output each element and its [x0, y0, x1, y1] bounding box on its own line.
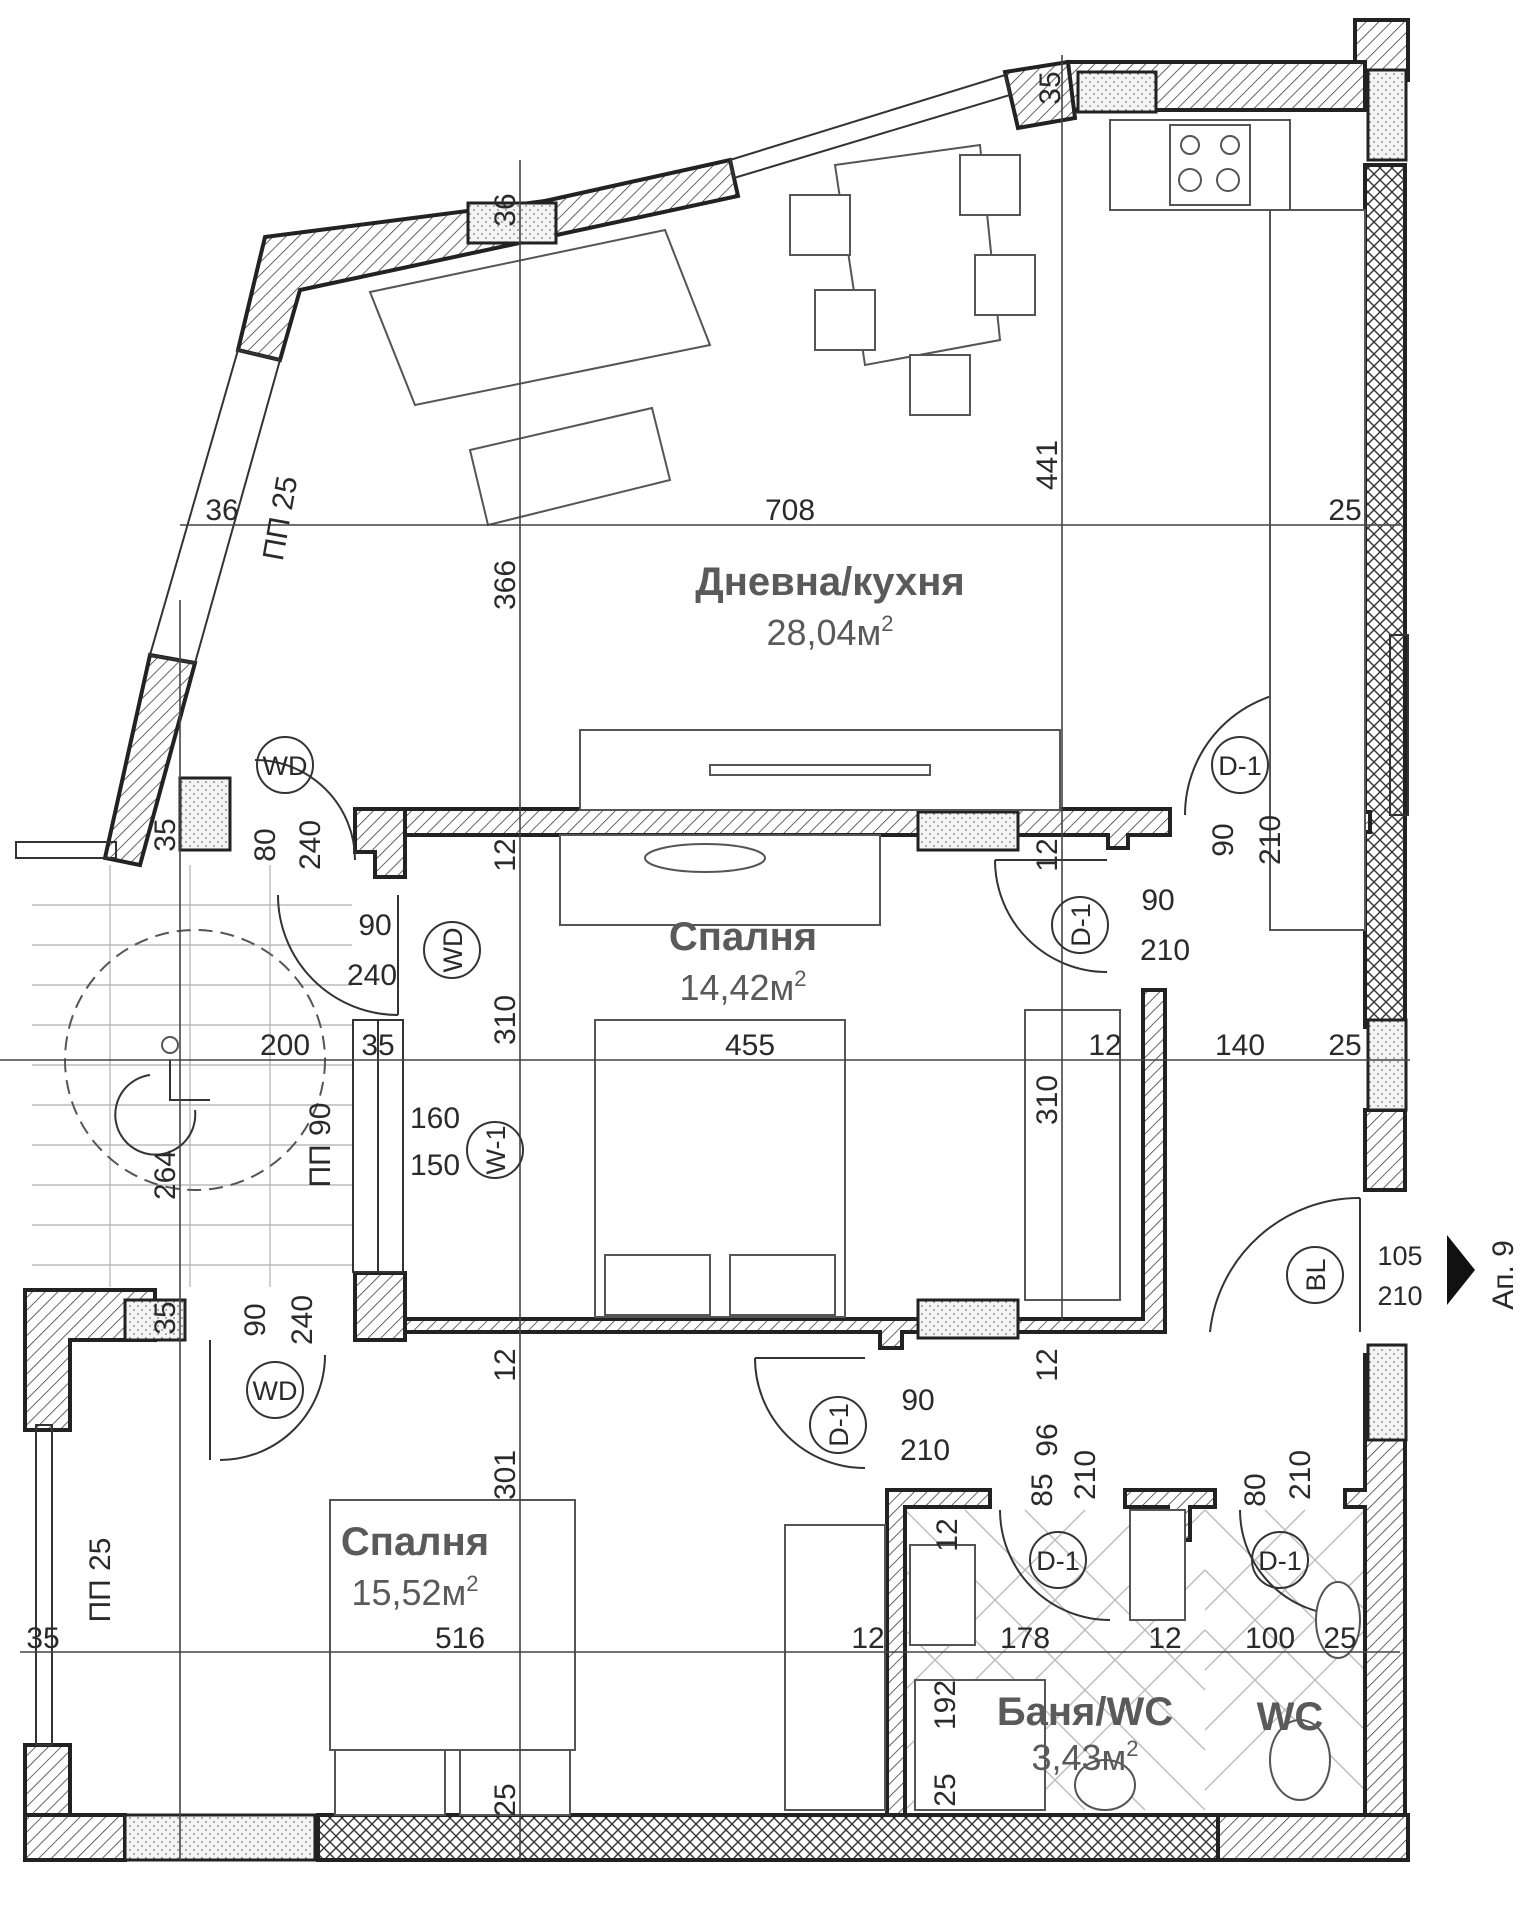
dim-35c: 35 [149, 818, 182, 851]
concrete-columns [123, 68, 1408, 1862]
dim-pp25a: ПП 25 [257, 474, 304, 563]
dim-210x: 210 [1069, 1450, 1102, 1500]
tag-text-wd3: WD [253, 1376, 298, 1406]
dim-25e: 25 [929, 1773, 962, 1806]
door-d1a-width: 90 [1207, 823, 1240, 856]
door-d1b-height: 210 [1140, 934, 1190, 967]
dim-pp25b: ПП 25 [84, 1538, 117, 1623]
dim-200: 200 [260, 1029, 310, 1062]
dim-12b: 12 [1031, 838, 1064, 871]
tag-text-d1c: D-1 [824, 1403, 854, 1447]
dim-pp90: ПП 90 [304, 1103, 337, 1188]
dim-708: 708 [765, 494, 815, 527]
tag-circles [246, 736, 1344, 1589]
door-bl-height: 210 [1377, 1281, 1422, 1311]
dim-35a: 35 [1034, 71, 1067, 104]
tag-text-w1: W-1 [481, 1125, 511, 1174]
dim-240c: 240 [286, 1295, 319, 1345]
dim-36b: 36 [489, 193, 522, 226]
room-labels: Дневна/кухня 28,04м2 Спалня 14,42м2 Спал… [341, 560, 1323, 1778]
dim-35e: 35 [26, 1622, 59, 1655]
dim-35d: 35 [149, 1301, 182, 1334]
door-d1c-width: 90 [901, 1384, 934, 1417]
tag-d1c [809, 1396, 867, 1454]
entrance-arrow-icon [1447, 1235, 1475, 1305]
dim-12g: 12 [1148, 1622, 1181, 1655]
tag-wd3 [246, 1361, 304, 1419]
room-name-living: Дневна/кухня [695, 560, 965, 604]
dim-90b: 90 [239, 1303, 272, 1336]
dim-25a: 25 [1328, 494, 1361, 527]
dim-12d: 12 [489, 1348, 522, 1381]
dim-80b: 80 [1239, 1473, 1272, 1506]
dim-12e: 12 [1031, 1348, 1064, 1381]
dim-192: 192 [929, 1680, 962, 1730]
room-name-wc: WC [1257, 1695, 1324, 1739]
dim-178: 178 [1000, 1622, 1050, 1655]
dim-441: 441 [1031, 440, 1064, 490]
dim-90a: 90 [358, 909, 391, 942]
tag-w1 [466, 1121, 524, 1179]
room-name-bath: Баня/WC [997, 1690, 1173, 1734]
dim-310b: 310 [1031, 1075, 1064, 1125]
tag-d1e [1251, 1531, 1309, 1589]
dimension-lines [0, 55, 1410, 1860]
dim-80a: 80 [249, 828, 282, 861]
apartment-label: Ап. 9 [1487, 1240, 1520, 1310]
tag-wd2 [423, 921, 481, 979]
tag-text-bl: BL [1301, 1258, 1331, 1291]
room-name-bed1: Спалня [669, 915, 817, 959]
dim-12a: 12 [489, 838, 522, 871]
dim-25d: 25 [1323, 1622, 1356, 1655]
door-bl-width: 105 [1377, 1241, 1422, 1271]
dim-100: 100 [1245, 1622, 1295, 1655]
tag-bl [1286, 1246, 1344, 1304]
tag-d1d [1029, 1531, 1087, 1589]
tag-d1b [1051, 896, 1109, 954]
tag-wd1 [256, 736, 314, 794]
dimension-texts: 708 441 366 36 36 35 25 ПП 25 310 310 45… [26, 71, 1361, 1816]
dim-85: 85 [1026, 1473, 1059, 1506]
door-d1b-width: 90 [1141, 884, 1174, 917]
dim-150: 150 [410, 1149, 460, 1182]
tag-text-wd1: WD [263, 751, 308, 781]
door-d1a-height: 210 [1254, 815, 1287, 865]
tag-text-wd2: WD [438, 928, 468, 973]
dim-160: 160 [410, 1102, 460, 1135]
dim-140: 140 [1215, 1029, 1265, 1062]
room-area-bed2: 15,52м2 [351, 1571, 478, 1613]
dim-310a: 310 [489, 995, 522, 1045]
furniture [114, 119, 1366, 1816]
room-area-living: 28,04м2 [766, 611, 893, 653]
terrace-tiles [32, 865, 352, 1287]
tag-d1a [1211, 736, 1269, 794]
dim-12c: 12 [1088, 1029, 1121, 1062]
dim-301: 301 [489, 1450, 522, 1500]
dim-240a: 240 [294, 820, 327, 870]
room-name-bed2: Спалня [341, 1520, 489, 1564]
dim-25c: 25 [489, 1783, 522, 1816]
tag-text-d1e: D-1 [1258, 1546, 1302, 1576]
room-area-bed1: 14,42м2 [679, 966, 806, 1008]
dim-35b: 35 [361, 1029, 394, 1062]
room-area-bath: 3,43м2 [1031, 1736, 1138, 1778]
tag-text-d1a: D-1 [1218, 751, 1262, 781]
tag-texts: WD WD WD D-1 D-1 D-1 D-1 D-1 W-1 BL 90 2… [253, 751, 1520, 1576]
dim-455: 455 [725, 1029, 775, 1062]
dim-96: 96 [1031, 1423, 1064, 1456]
dim-366: 366 [489, 560, 522, 610]
door-d1c-height: 210 [900, 1434, 950, 1467]
dim-36a: 36 [205, 494, 238, 527]
dim-516: 516 [435, 1622, 485, 1655]
windows [15, 73, 1409, 1746]
tag-text-d1b: D-1 [1066, 903, 1096, 947]
dim-12h: 12 [931, 1518, 964, 1551]
dim-264: 264 [149, 1150, 182, 1200]
dim-12f: 12 [851, 1622, 884, 1655]
dim-210y: 210 [1284, 1450, 1317, 1500]
dim-25b: 25 [1328, 1029, 1361, 1062]
dim-240b: 240 [347, 959, 397, 992]
tag-text-d1d: D-1 [1036, 1546, 1080, 1576]
